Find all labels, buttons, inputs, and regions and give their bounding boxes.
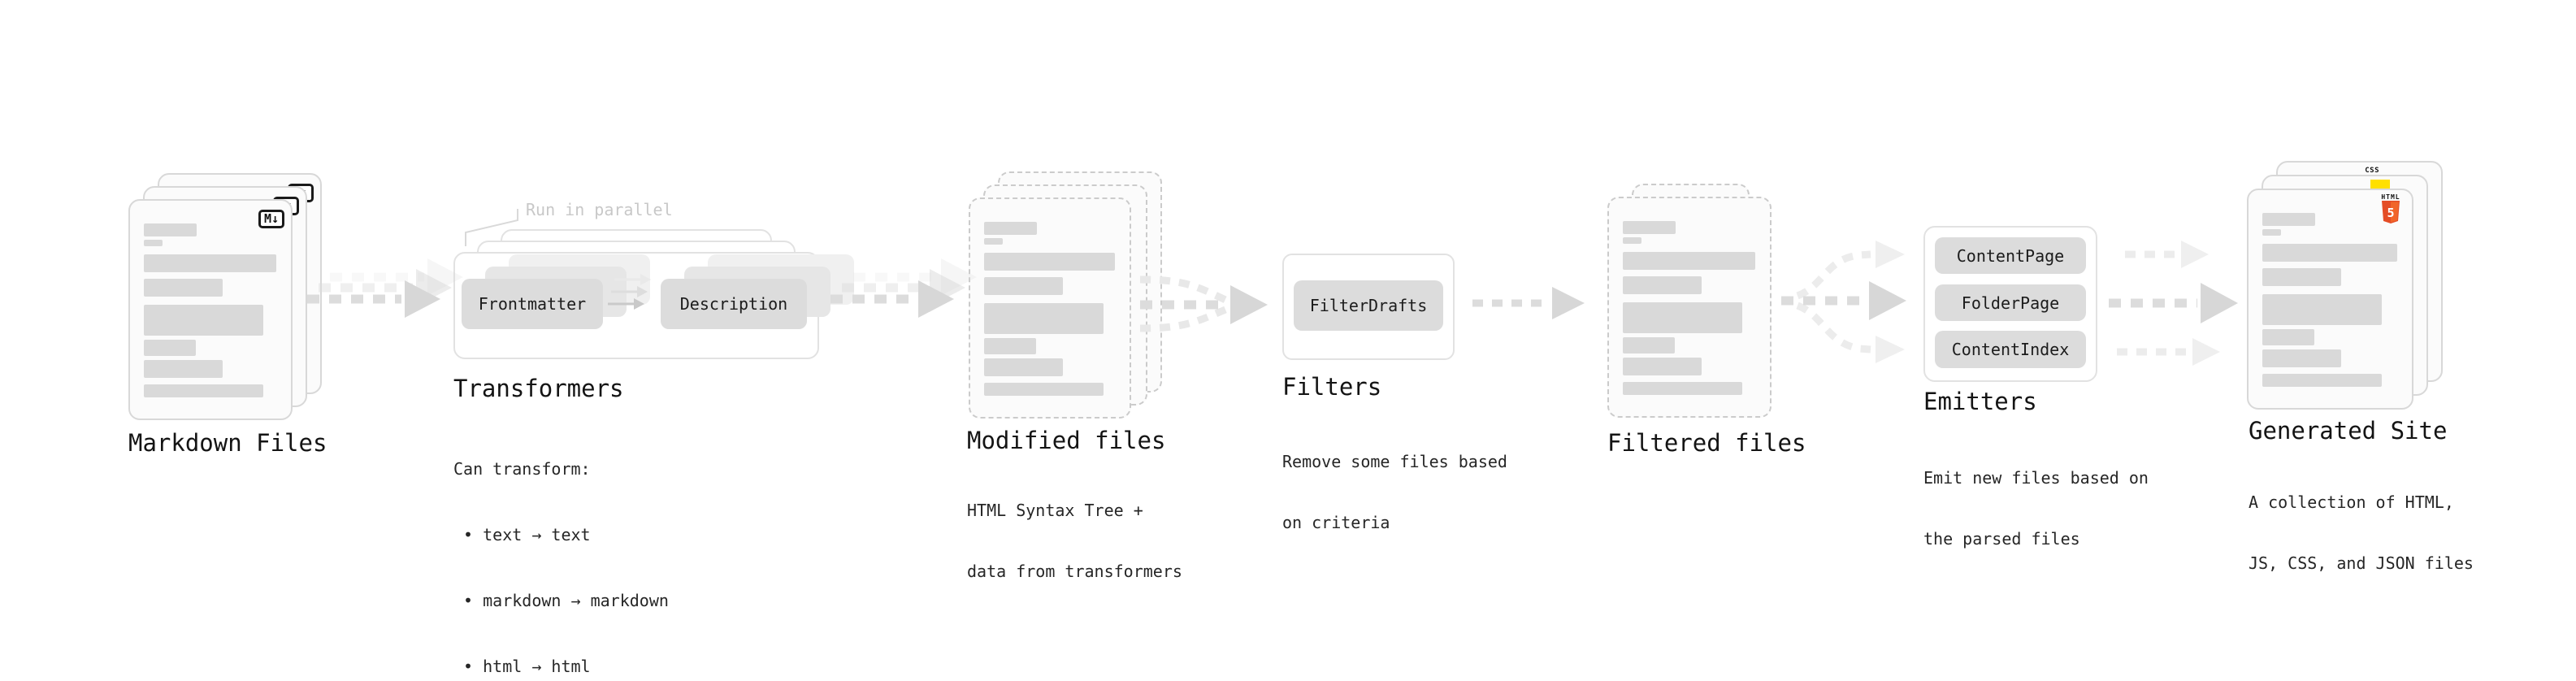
description-line: • html → html <box>453 657 591 676</box>
text-line <box>1623 237 1641 244</box>
text-line <box>144 240 163 246</box>
svg-text:5: 5 <box>2387 206 2394 220</box>
text-line <box>1623 337 1675 354</box>
placeholder-text-lines <box>984 222 1115 396</box>
text-line <box>2262 268 2341 286</box>
node-title-emitters: Emitters <box>1923 388 2037 415</box>
emitter-pill-contentindex: ContentIndex <box>1935 331 2086 368</box>
node-label-generated-site: Generated Site <box>2249 417 2448 445</box>
js-logo-icon <box>2370 180 2390 189</box>
text-line <box>2262 329 2314 345</box>
text-line <box>2262 229 2281 236</box>
text-line <box>2262 294 2382 325</box>
text-line <box>984 277 1063 295</box>
node-title-transformers: Transformers <box>453 375 624 402</box>
arrow-emitters-to-generated <box>2109 241 2238 366</box>
description-line: A collection of HTML, <box>2249 492 2454 512</box>
text-line <box>984 358 1063 376</box>
html5-logo-word: HTML <box>2381 193 2400 201</box>
text-line <box>2262 244 2397 262</box>
arrow-markdown-to-transformers <box>307 258 463 318</box>
arrow-filtered-to-emitters <box>1781 241 1906 363</box>
text-line <box>144 223 197 236</box>
node-label-filtered-files: Filtered files <box>1607 429 1806 457</box>
description-line: • text → text <box>453 525 591 544</box>
text-line <box>984 338 1036 354</box>
html5-logo-icon: HTML 5 <box>2380 193 2401 227</box>
arrow-filters-to-filtered <box>1472 287 1585 319</box>
transformer-pill-frontmatter: Frontmatter <box>462 279 603 329</box>
file-card: M↓ <box>128 199 293 420</box>
transformer-pill-description: Description <box>661 279 807 329</box>
text-line <box>2262 213 2315 226</box>
node-label-modified-files: Modified files <box>967 427 1166 454</box>
run-in-parallel-annotation: Run in parallel <box>526 200 673 219</box>
generated-site-description: A collection of HTML, JS, CSS, and JSON … <box>2249 452 2474 614</box>
text-line <box>144 305 263 336</box>
node-title-filters: Filters <box>1282 373 1382 401</box>
text-line <box>984 303 1104 334</box>
file-card <box>1607 197 1772 418</box>
description-line: data from transformers <box>967 562 1182 581</box>
text-line <box>144 360 223 378</box>
text-line <box>2262 374 2382 387</box>
description-line: Remove some files based <box>1282 452 1507 471</box>
text-line <box>1623 302 1742 333</box>
text-line <box>984 222 1037 235</box>
description-line: on criteria <box>1282 513 1390 532</box>
text-line <box>984 238 1003 245</box>
filter-pill-filterdrafts: FilterDrafts <box>1294 280 1443 331</box>
text-line <box>1623 358 1702 375</box>
text-line <box>1623 221 1676 234</box>
description-line: the parsed files <box>1923 529 2080 549</box>
placeholder-text-lines <box>144 223 276 397</box>
html5-shield-icon: 5 <box>2382 201 2400 223</box>
emitters-description: Emit new files based on the parsed files <box>1923 427 2149 590</box>
markdown-logo-icon: M↓ <box>258 210 284 228</box>
text-line <box>1623 276 1702 294</box>
description-line: JS, CSS, and JSON files <box>2249 553 2474 573</box>
text-line <box>2262 349 2341 367</box>
emitter-pill-folderpage: FolderPage <box>1935 284 2086 321</box>
text-line <box>144 254 276 272</box>
description-line: Can transform: <box>453 459 591 479</box>
placeholder-text-lines <box>1623 221 1755 395</box>
text-line <box>984 383 1104 396</box>
emitter-pill-contentpage: ContentPage <box>1935 237 2086 274</box>
text-line <box>144 279 223 297</box>
file-card: HTML 5 <box>2247 189 2413 410</box>
modified-files-description: HTML Syntax Tree + data from transformer… <box>967 460 1182 622</box>
text-line <box>984 253 1115 271</box>
description-line: • markdown → markdown <box>453 591 669 610</box>
placeholder-text-lines <box>2262 213 2397 387</box>
file-card <box>969 197 1131 419</box>
text-line <box>144 340 196 356</box>
node-label-markdown-files: Markdown Files <box>128 429 327 457</box>
transformers-description: Can transform: • text → text • markdown … <box>453 414 669 681</box>
text-line <box>1623 252 1755 270</box>
description-line: HTML Syntax Tree + <box>967 501 1143 520</box>
filters-description: Remove some files based on criteria <box>1282 411 1507 574</box>
text-line <box>1623 382 1742 395</box>
description-line: Emit new files based on <box>1923 468 2149 488</box>
text-line <box>144 384 263 397</box>
